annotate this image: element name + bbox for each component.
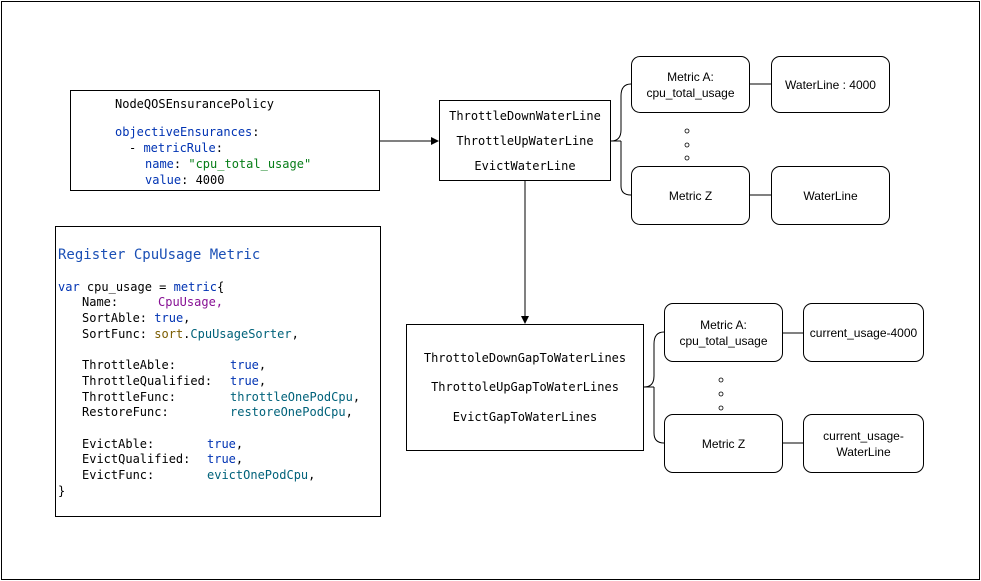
policy-title: NodeQOSEnsurancePolicy — [115, 97, 274, 111]
register-close-brace: } — [58, 484, 66, 498]
gap-z-box: current_usage- WaterLine — [803, 414, 924, 473]
register-throttlefunc-key: ThrottleFunc: — [82, 390, 176, 404]
evictfunc-value: evictOnePodCpu — [207, 468, 309, 482]
policy-objective-line: objectiveEnsurances: — [115, 125, 260, 139]
waterline-z-label: WaterLine — [803, 188, 858, 203]
register-throttlequal-line: true, — [230, 374, 267, 388]
gap-a-label: current_usage-4000 — [809, 325, 918, 340]
register-throttlequal-key: ThrottleQualified: — [82, 374, 213, 388]
ellipsis-dots-top — [684, 128, 690, 161]
var-name: cpu_usage — [86, 280, 152, 294]
sortfunc-value: CpuUsageSorter — [190, 327, 292, 341]
policy-value-value: 4000 — [195, 173, 225, 187]
register-metric-box: Register CpuUsage Metric var cpu_usage =… — [55, 226, 381, 517]
policy-value-key: value — [145, 173, 182, 187]
waterline-a-label: WaterLine : 4000 — [785, 77, 876, 92]
metric-a-box-top: Metric A: cpu_total_usage — [631, 56, 750, 113]
metric-z-box-bottom: Metric Z — [664, 414, 783, 473]
metric-a-label: Metric A: cpu_total_usage — [646, 69, 735, 100]
waterlines-box: ThrottleDownWaterLine ThrottleUpWaterLin… — [439, 100, 611, 181]
register-throttlefunc-line: throttleOnePodCpu, — [230, 390, 361, 404]
throttlequal-value: true — [230, 374, 259, 388]
brace-top — [610, 83, 632, 196]
register-title: Register CpuUsage Metric — [58, 247, 261, 263]
sortable-key: SortAble: — [82, 311, 148, 325]
register-evictqual-key: EvictQualified: — [82, 452, 191, 466]
policy-metric-rule-line: - metricRule: — [129, 141, 223, 155]
metric-z-label: Metric Z — [668, 188, 713, 203]
var-keyword: var — [58, 280, 80, 294]
register-name-line: Name: — [82, 294, 118, 310]
policy-name-key: name — [145, 157, 174, 171]
policy-box: NodeQOSEnsurancePolicy objectiveEnsuranc… — [70, 90, 380, 191]
waterline-item: ThrottleUpWaterLine — [456, 133, 594, 148]
register-var-line: var cpu_usage = metric{ — [58, 280, 225, 294]
gap-item: ThrottoleUpGapToWaterLines — [431, 380, 619, 395]
waterline-item: ThrottleDownWaterLine — [449, 108, 601, 123]
name-value: CpuUsage — [158, 295, 216, 309]
register-sortfunc-line: SortFunc: sort.CpuUsageSorter, — [82, 327, 299, 341]
waterline-item: EvictWaterLine — [474, 158, 576, 173]
register-throttleable-line: true, — [230, 358, 267, 372]
metric-z-box-top: Metric Z — [631, 166, 750, 225]
waterline-a-box: WaterLine : 4000 — [771, 56, 890, 113]
register-evictqual-line: true, — [207, 452, 244, 466]
sortfunc-key: SortFunc: — [82, 327, 148, 341]
register-evictable-key: EvictAble: — [82, 437, 155, 451]
policy-value-line: value: 4000 — [145, 173, 225, 187]
policy-objective-key: objectiveEnsurances — [115, 125, 253, 139]
register-evictfunc-key: EvictFunc: — [82, 468, 155, 482]
name-key: Name: — [82, 295, 119, 309]
waterline-z-box: WaterLine — [771, 166, 890, 225]
evictable-value: true — [207, 437, 236, 451]
metric-z-label: Metric Z — [701, 436, 746, 451]
sortfunc-package: sort — [154, 327, 184, 341]
sortable-value: true — [154, 311, 184, 325]
register-evictable-line: true, — [207, 437, 244, 451]
register-name-value: CpuUsage, — [158, 295, 224, 309]
register-evictfunc-line: evictOnePodCpu, — [207, 468, 316, 482]
gap-item: ThrottoleDownGapToWaterLines — [423, 350, 627, 365]
gap-z-label: current_usage- WaterLine — [823, 428, 904, 459]
gap-a-box: current_usage-4000 — [803, 303, 924, 362]
restorefunc-value: restoreOnePodCpu — [230, 405, 346, 419]
policy-name-value: "cpu_total_usage" — [188, 157, 312, 171]
policy-name-line: name: "cpu_total_usage" — [145, 157, 312, 171]
policy-metric-rule-key: metricRule — [143, 141, 216, 155]
register-restorefunc-line: restoreOnePodCpu, — [230, 405, 353, 419]
gap-item: EvictGapToWaterLines — [452, 410, 598, 425]
brace-bottom — [643, 331, 665, 444]
evictqual-value: true — [207, 452, 236, 466]
gap-to-waterlines-box: ThrottoleDownGapToWaterLines ThrottoleUp… — [406, 324, 644, 451]
throttlefunc-value: throttleOnePodCpu — [230, 390, 353, 404]
metric-function: metric — [173, 280, 217, 294]
metric-a-label: Metric A: cpu_total_usage — [679, 317, 768, 348]
register-throttleable-key: ThrottleAble: — [82, 358, 176, 372]
register-restorefunc-key: RestoreFunc: — [82, 405, 169, 419]
register-sortable-line: SortAble: true, — [82, 311, 191, 325]
throttleable-value: true — [230, 358, 259, 372]
metric-a-box-bottom: Metric A: cpu_total_usage — [664, 303, 783, 362]
ellipsis-dots-bottom — [718, 377, 724, 411]
